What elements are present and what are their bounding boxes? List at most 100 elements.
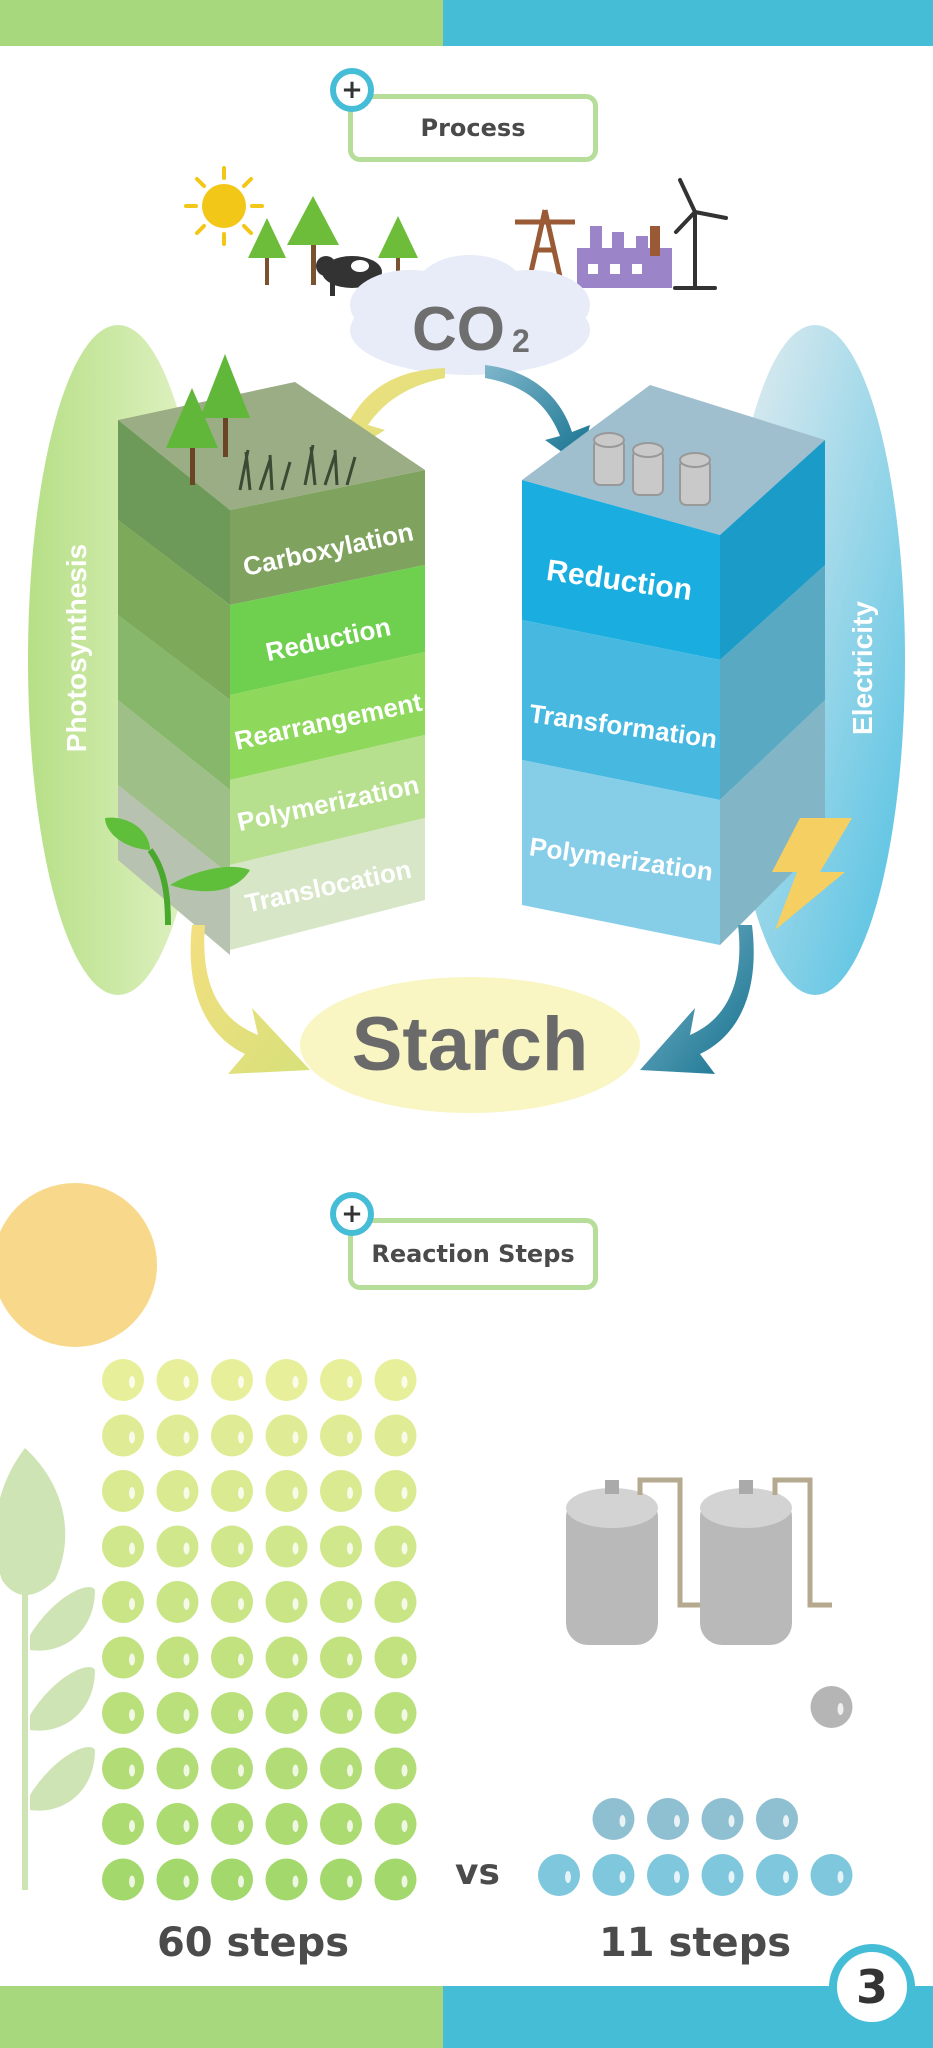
left-step-dot (156, 1470, 199, 1512)
left-step-dot (211, 1803, 253, 1845)
left-step-dot (320, 1858, 362, 1901)
step-dot-highlight (401, 1376, 408, 1388)
starch-blob (300, 977, 640, 1113)
step-dot-highlight (292, 1598, 299, 1610)
step-dot-highlight (183, 1709, 190, 1721)
step-dot-highlight (183, 1875, 190, 1888)
left-step-dot (374, 1803, 417, 1845)
step-dot-highlight (347, 1376, 353, 1388)
step-dot-highlight (183, 1376, 190, 1388)
left-step-dot (374, 1692, 417, 1734)
left-step-dot (102, 1525, 144, 1568)
left-step-dot (265, 1636, 308, 1679)
co2-to-electricity-arrow (485, 365, 590, 465)
step-dot-highlight (129, 1820, 135, 1832)
right-step-dot (592, 1854, 635, 1896)
step-dot-highlight (129, 1598, 135, 1610)
top-bar-green (0, 0, 443, 46)
step-dot-highlight (401, 1764, 408, 1777)
right-step-dot (592, 1798, 635, 1840)
page-number-badge: 3 (829, 1944, 915, 2030)
left-step-dot (102, 1414, 144, 1457)
left-step-dot (102, 1581, 144, 1623)
reaction-steps-graphic (0, 1183, 853, 1901)
co2-subscript: 2 (512, 323, 530, 359)
left-step-dot (156, 1636, 199, 1679)
electricity-to-starch-arrow (640, 925, 754, 1074)
plus-icon: + (330, 1192, 374, 1236)
left-step-dot (320, 1692, 362, 1734)
step-dot-highlight (292, 1875, 299, 1888)
left-step-dot (320, 1414, 362, 1457)
right-step-dot (701, 1798, 744, 1840)
step-dot-highlight (238, 1542, 244, 1555)
left-step-dot (156, 1692, 199, 1734)
left-step-dot (211, 1692, 253, 1734)
left-step-dot (211, 1414, 253, 1457)
reactor-tanks-icon (566, 1477, 832, 1645)
right-step-dot (756, 1854, 798, 1896)
reaction-steps-title: Reaction Steps (348, 1218, 598, 1290)
left-step-dot (265, 1858, 308, 1901)
step-dot-highlight (837, 1871, 844, 1883)
step-dot-highlight (183, 1598, 190, 1610)
vs-label: vs (455, 1852, 500, 1893)
left-step-dot (156, 1803, 199, 1845)
co2-cloud (350, 255, 590, 375)
step-dot-highlight (674, 1815, 680, 1827)
step-dot-highlight (238, 1431, 244, 1444)
step-dot-highlight (401, 1598, 408, 1610)
right-step-dot (647, 1854, 689, 1896)
right-step-dot (810, 1686, 853, 1728)
left-step-dot (102, 1858, 144, 1901)
step-dot-highlight (129, 1709, 135, 1721)
photosynthesis-stack (118, 354, 425, 955)
step-dot-highlight (129, 1376, 135, 1388)
reaction-steps-title-text: Reaction Steps (371, 1240, 575, 1268)
process-diagram: CO 2 Carboxylation Reduction (28, 166, 905, 1113)
step-dot-highlight (238, 1598, 244, 1610)
step-dot-highlight (129, 1431, 135, 1444)
step-dot-highlight (292, 1487, 299, 1499)
wind-turbine-icon (673, 178, 728, 290)
left-step-dot (211, 1581, 253, 1623)
step-dot-highlight (292, 1431, 299, 1444)
step-dot-highlight (401, 1487, 408, 1499)
left-step-dot (265, 1803, 308, 1845)
left-step-dot (265, 1692, 308, 1734)
leaf-plant-icon (0, 1448, 95, 1890)
step-dot-highlight (565, 1871, 571, 1883)
step-dot-highlight (347, 1764, 353, 1777)
left-step-dot (211, 1470, 253, 1512)
step-dot-highlight (401, 1820, 408, 1832)
co2-label: CO (412, 295, 505, 364)
step-dot-highlight (238, 1820, 244, 1832)
step-dot-highlight (292, 1653, 299, 1666)
right-step-dot (538, 1854, 580, 1896)
right-step-dot (701, 1854, 744, 1896)
page-number: 3 (855, 1960, 888, 2014)
left-step-dot (265, 1359, 308, 1401)
left-step-dot (374, 1636, 417, 1679)
step-dot-highlight (183, 1764, 190, 1777)
left-step-dot (320, 1803, 362, 1845)
photosynthesis-label: Photosynthesis (61, 544, 92, 752)
lightning-icon (772, 818, 852, 930)
left-step-dot (156, 1747, 199, 1790)
step-dot-highlight (401, 1431, 408, 1444)
top-bar-blue (443, 0, 933, 46)
seedling-icon (105, 817, 250, 926)
step-dot-highlight (292, 1764, 299, 1777)
right-step-dot (756, 1798, 798, 1840)
step-dot-highlight (347, 1431, 353, 1444)
step-dot-highlight (183, 1820, 190, 1832)
step-dot-highlight (292, 1709, 299, 1721)
step-dot-highlight (129, 1764, 135, 1777)
step-dot-highlight (347, 1598, 353, 1610)
decorative-sun-circle (0, 1183, 157, 1347)
left-step-dot (320, 1359, 362, 1401)
process-title: Process (348, 94, 598, 162)
step-dot-highlight (292, 1376, 299, 1388)
photosynthesis-to-starch-arrow (190, 925, 310, 1074)
left-step-dot (156, 1359, 199, 1401)
